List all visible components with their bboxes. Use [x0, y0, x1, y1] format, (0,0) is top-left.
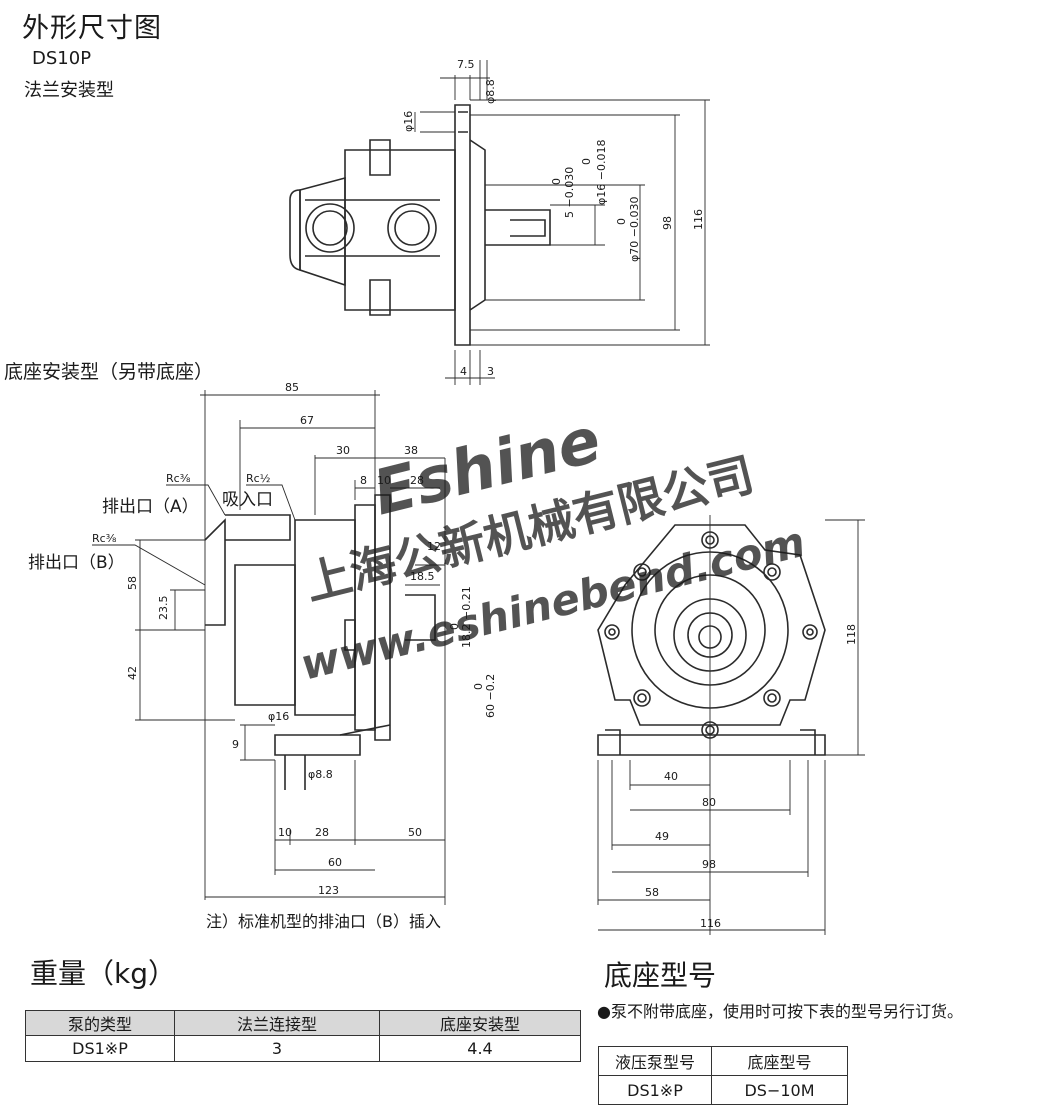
base-dim-18.5: 18.5 — [410, 570, 435, 583]
base-dim-50: 50 — [408, 826, 422, 839]
front-dimension-lines — [597, 515, 865, 935]
base-dim-d8.8: φ8.8 — [308, 768, 333, 781]
base-model-col-base: 底座型号 — [711, 1046, 848, 1076]
base-dim-d16: φ16 — [268, 710, 289, 723]
base-dim-60-zero: 0 — [472, 683, 485, 690]
base-dim-58: 58 — [126, 576, 139, 590]
base-model-cell-pump: DS1※P — [598, 1075, 712, 1105]
model-label: DS10P — [32, 48, 92, 69]
base-dim-85: 85 — [285, 381, 299, 394]
label-discharge-a: 排出口（A） — [102, 497, 199, 517]
front-dim-98: 98 — [702, 858, 716, 871]
weight-title: 重量（kg） — [30, 957, 176, 990]
front-dim-40: 40 — [664, 770, 678, 783]
weight-cell-base: 4.4 — [379, 1035, 581, 1062]
page-title: 外形尺寸图 — [22, 13, 162, 44]
flange-dim-7.5: 7.5 — [457, 58, 475, 71]
flange-dim-d8.8: φ8.8 — [484, 79, 497, 104]
label-suction: 吸入口 — [222, 490, 273, 510]
flange-dim-d16-shaft: φ16 −0.018 — [595, 140, 608, 205]
front-dim-49: 49 — [655, 830, 669, 843]
flange-dim-4: 4 — [460, 365, 467, 378]
base-model-col-pump: 液压泵型号 — [598, 1046, 712, 1076]
base-dim-10-top: 10 — [377, 474, 391, 487]
front-dim-text: 118 40 80 49 98 58 116 — [645, 624, 858, 930]
base-dim-67: 67 — [300, 414, 314, 427]
weight-table: 泵的类型 法兰连接型 底座安装型 DS1※P 3 4.4 — [25, 1010, 581, 1062]
weight-cell-flange: 3 — [174, 1035, 380, 1062]
base-model-cell-base: DS−10M — [711, 1075, 848, 1105]
base-dim-28-bottom: 28 — [315, 826, 329, 839]
base-dim-12: 12 — [427, 540, 441, 553]
base-model-note: ●泵不附带底座，使用时可按下表的型号另行订货。 — [597, 1002, 963, 1021]
base-mount-drawing — [204, 494, 436, 790]
base-note: 注）标准机型的排油口（B）插入 — [206, 912, 441, 931]
front-dim-80: 80 — [702, 796, 716, 809]
base-dim-60-bottom: 60 — [328, 856, 342, 869]
flange-dim-5-zero: 0 — [550, 178, 563, 185]
weight-cell-type: DS1※P — [25, 1035, 175, 1062]
weight-col-flange: 法兰连接型 — [174, 1010, 380, 1036]
base-dimension-lines — [135, 390, 446, 905]
base-model-table: 液压泵型号 底座型号 DS1※P DS−10M — [598, 1046, 848, 1105]
base-dim-123: 123 — [318, 884, 339, 897]
weight-table-header: 泵的类型 法兰连接型 底座安装型 — [25, 1010, 581, 1036]
base-dim-10-bottom: 10 — [278, 826, 292, 839]
base-dim-23.5: 23.5 — [157, 596, 170, 621]
weight-col-base: 底座安装型 — [379, 1010, 581, 1036]
flange-mount-drawing — [289, 104, 551, 346]
front-dim-118: 118 — [845, 624, 858, 645]
flange-dim-5: 5 −0.030 — [563, 167, 576, 218]
weight-col-type: 泵的类型 — [25, 1010, 175, 1036]
flange-dim-98: 98 — [661, 216, 674, 230]
label-discharge-b: 排出口（B） — [28, 553, 125, 573]
flange-dim-d16: φ16 — [402, 111, 415, 132]
label-rc-s: Rc½ — [246, 472, 270, 485]
flange-dim-3: 3 — [487, 365, 494, 378]
flange-dim-d70: φ70 −0.030 — [628, 197, 641, 262]
table-row: DS1※P 3 4.4 — [25, 1035, 581, 1062]
base-model-title: 底座型号 — [604, 959, 717, 992]
base-leader-lines — [92, 484, 296, 586]
label-rc-a: Rc⅜ — [166, 472, 191, 485]
base-dim-42: 42 — [126, 666, 139, 680]
base-type-title: 底座安装型（另带底座） — [4, 361, 214, 383]
base-dim-18.2: 18.2 −0.21 — [460, 586, 473, 648]
base-dim-9: 9 — [232, 738, 239, 751]
base-dim-60: 60 −0.2 — [484, 674, 497, 718]
base-dim-8: 8 — [360, 474, 367, 487]
flange-dim-d16-zero: 0 — [580, 158, 593, 165]
base-model-table-header: 液压泵型号 底座型号 — [598, 1046, 848, 1076]
watermark: Eshine 上海公新机械有限公司 www.eshinebend.com — [296, 403, 810, 690]
table-row: DS1※P DS−10M — [598, 1075, 848, 1105]
base-dim-38: 38 — [404, 444, 418, 457]
flange-dimension-lines — [414, 60, 710, 385]
label-rc-b: Rc⅜ — [92, 532, 117, 545]
flange-dim-d70-zero: 0 — [615, 218, 628, 225]
base-dim-text: 85 67 30 38 8 10 28 58 23.5 42 9 12 18.5… — [92, 381, 497, 897]
base-dim-28-top: 28 — [410, 474, 424, 487]
flange-type-label: 法兰安装型 — [24, 80, 114, 101]
base-dim-30: 30 — [336, 444, 350, 457]
front-dim-58: 58 — [645, 886, 659, 899]
front-dim-116: 116 — [700, 917, 721, 930]
base-dim-18.2-zero: 0 — [448, 623, 461, 630]
flange-dim-116: 116 — [692, 209, 705, 230]
flange-dim-text: 7.5 φ8.8 φ16 5 −0.030 0 φ16 −0.018 0 φ70… — [402, 58, 705, 378]
